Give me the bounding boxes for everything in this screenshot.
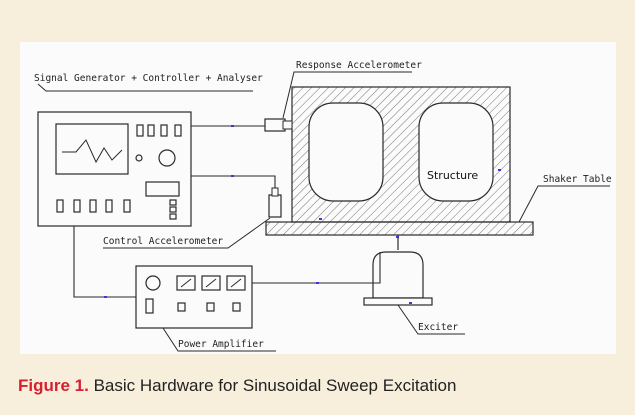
response-accelerometer-label: Response Accelerometer — [296, 60, 422, 71]
control-accelerometer-cap — [271, 187, 279, 197]
gen-lower-switch-1 — [56, 199, 64, 213]
exciter — [363, 235, 433, 306]
figure-number: Figure 1. — [18, 376, 89, 395]
response-accelerometer-leader — [282, 71, 412, 119]
gen-switch-2 — [147, 124, 155, 137]
gen-stack-3 — [169, 213, 177, 220]
gen-stack-2 — [169, 206, 177, 213]
amp-button-3 — [232, 302, 241, 312]
power-amplifier-unit — [135, 265, 253, 329]
wire-markers — [104, 125, 501, 304]
exciter-label: Exciter — [418, 322, 458, 333]
exciter-leader — [397, 304, 465, 335]
structure-cavity-left — [308, 102, 384, 202]
response-accelerometer — [264, 118, 286, 132]
gen-lower-switch-2 — [73, 199, 81, 213]
gen-lower-switch-3 — [89, 199, 97, 213]
waveform-trace — [62, 139, 123, 164]
signal-generator-unit — [37, 111, 192, 227]
structure-label: Structure — [427, 169, 478, 182]
figure-caption: Figure 1. Basic Hardware for Sinusoidal … — [18, 376, 456, 396]
gen-large-knob — [158, 149, 176, 167]
gen-stack-1 — [169, 199, 177, 206]
figure-caption-text: Basic Hardware for Sinusoidal Sweep Exci… — [88, 376, 457, 395]
structure — [291, 86, 511, 223]
wire-drive — [73, 226, 136, 298]
gen-switch-3 — [160, 124, 168, 137]
amp-switch — [145, 298, 154, 314]
gen-switch-4 — [174, 124, 182, 137]
gen-display-window — [145, 181, 180, 197]
structure-cavity-right — [418, 102, 494, 202]
amp-knob — [145, 275, 161, 291]
amp-meter-2 — [201, 275, 221, 291]
amp-meter-3 — [226, 275, 246, 291]
amp-button-2 — [206, 302, 215, 312]
response-accelerometer-mount — [282, 120, 293, 130]
amp-button-1 — [177, 302, 186, 312]
power-amplifier-label: Power Amplifier — [178, 339, 264, 350]
control-accelerometer-label: Control Accelerometer — [103, 236, 223, 247]
wire-control — [191, 175, 276, 188]
control-accelerometer — [268, 194, 282, 218]
power-amplifier-leader — [162, 327, 276, 352]
control-accelerometer-leader — [103, 217, 271, 249]
signal-generator-leader — [37, 83, 253, 92]
gen-switch-1 — [136, 124, 144, 137]
gen-small-knob — [135, 154, 143, 162]
wire-exciter — [252, 252, 381, 284]
shaker-table — [265, 221, 534, 236]
gen-lower-switch-4 — [105, 199, 113, 213]
oscilloscope-screen — [55, 123, 129, 175]
signal-generator-label: Signal Generator + Controller + Analyser — [34, 73, 263, 84]
amp-meter-1 — [176, 275, 196, 291]
shaker-table-leader — [518, 185, 610, 223]
gen-lower-switch-5 — [123, 199, 131, 213]
signal-wires — [73, 125, 381, 298]
shaker-table-label: Shaker Table — [543, 174, 612, 185]
